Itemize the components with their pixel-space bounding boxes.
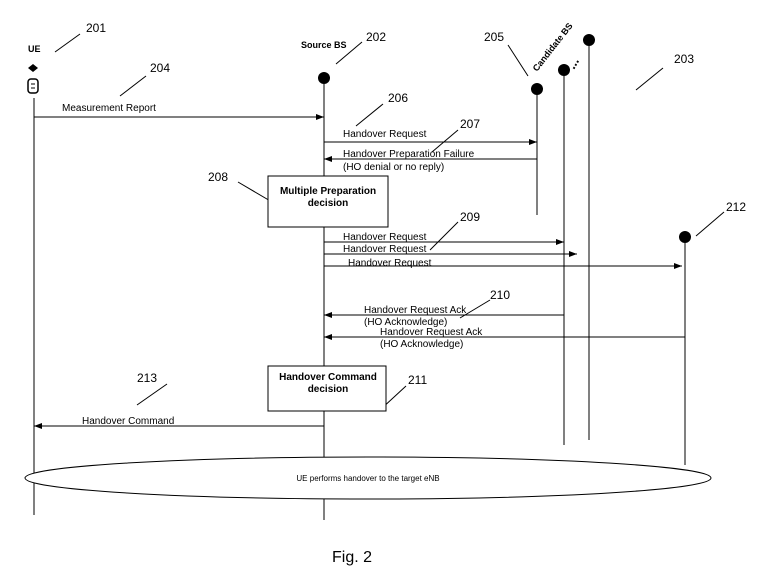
msg-prep-failure-label-2: (HO denial or no reply)	[343, 162, 444, 173]
handover-ellipse-label: UE performs handover to the target eNB	[296, 474, 439, 483]
ho-command-decision-box: Handover Command decision	[267, 365, 387, 412]
msg-ack-2-label-2: (HO Acknowledge)	[380, 339, 463, 350]
multiple-prep-label-2: decision	[308, 198, 349, 209]
source-bs-node	[318, 72, 330, 84]
handover-ellipse: UE performs handover to the target eNB	[24, 456, 712, 500]
figure-caption: Fig. 2	[332, 549, 372, 566]
participant-ue-label: UE	[28, 44, 41, 54]
ho-command-label-2: decision	[308, 384, 349, 395]
msg-ack-1-label-2: (HO Acknowledge)	[364, 317, 447, 328]
ref-204: 204	[150, 61, 170, 75]
msg-handover-request-4-label: Handover Request	[348, 258, 432, 269]
ref-203: 203	[674, 52, 694, 66]
ho-command-label-1: Handover Command	[279, 372, 377, 383]
msg-handover-request-1: Handover Request	[324, 129, 537, 145]
ref-205: 205	[484, 30, 504, 44]
ref-202: 202	[366, 30, 386, 44]
msg-handover-request-3-label: Handover Request	[343, 244, 427, 255]
participant-source-bs-label: Source BS	[301, 40, 347, 50]
msg-handover-request-3: Handover Request	[324, 244, 577, 257]
ref-207: 207	[460, 117, 480, 131]
target-bs-node	[679, 231, 691, 243]
ref-201: 201	[86, 21, 106, 35]
ref-209: 209	[460, 210, 480, 224]
msg-ack-1: Handover Request Ack (HO Acknowledge)	[324, 305, 564, 328]
candidate-bs-node-2	[558, 64, 570, 76]
candidate-bs-node-1	[531, 83, 543, 95]
ref-208: 208	[208, 170, 228, 184]
msg-prep-failure: Handover Preparation Failure (HO denial …	[324, 149, 537, 173]
msg-handover-request-2: Handover Request	[324, 232, 564, 245]
msg-handover-request-2-label: Handover Request	[343, 232, 427, 243]
msg-measurement-report-label: Measurement Report	[62, 103, 156, 114]
msg-handover-command: Handover Command	[34, 416, 324, 429]
candidate-bs-node-3	[583, 34, 595, 46]
msg-ack-2-label-1: Handover Request Ack	[380, 327, 483, 338]
msg-handover-request-4: Handover Request	[324, 258, 682, 269]
msg-measurement-report: Measurement Report	[34, 103, 324, 120]
ref-211: 211	[408, 373, 427, 387]
ref-212: 212	[726, 200, 746, 214]
multiple-prep-label-1: Multiple Preparation	[280, 186, 376, 197]
msg-ack-2: Handover Request Ack (HO Acknowledge)	[324, 327, 685, 350]
msg-ack-1-label-1: Handover Request Ack	[364, 305, 467, 316]
msg-handover-command-label: Handover Command	[82, 416, 174, 427]
multiple-preparation-decision-box: Multiple Preparation decision	[267, 175, 389, 228]
ref-210: 210	[490, 288, 510, 302]
msg-handover-request-1-label: Handover Request	[343, 129, 427, 140]
ref-206: 206	[388, 91, 408, 105]
ref-213: 213	[137, 371, 157, 385]
msg-prep-failure-label-1: Handover Preparation Failure	[343, 149, 475, 160]
ue-phone-icon	[27, 64, 39, 94]
